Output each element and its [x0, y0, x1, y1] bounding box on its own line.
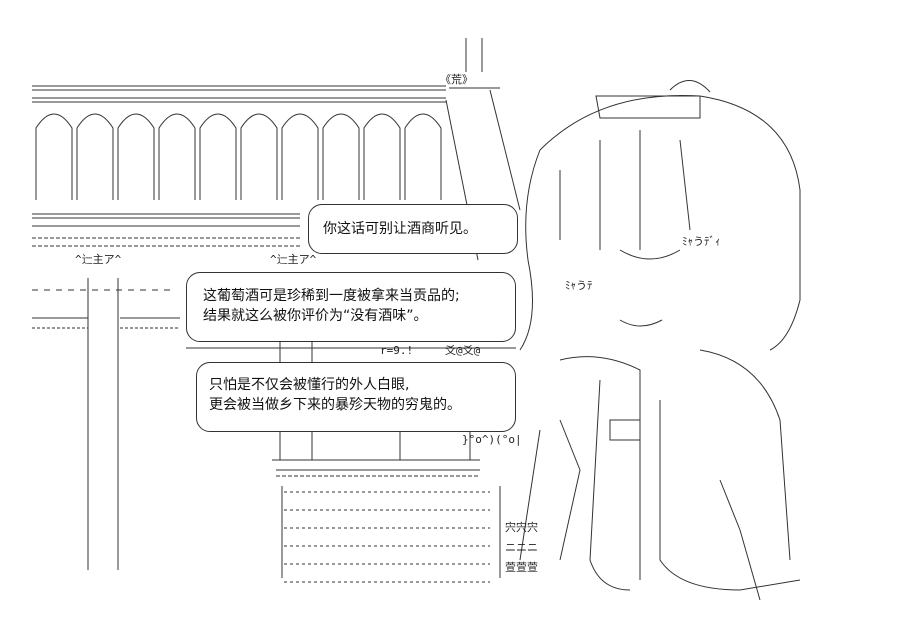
shelf-arch: [117, 113, 155, 200]
mouth: [619, 319, 663, 327]
shelf-arch: [35, 113, 73, 200]
shelf-arch: [76, 113, 114, 200]
hair-outline: [539, 94, 801, 351]
ledger-mark: r=9.!: [380, 344, 414, 357]
kana-mark-2: ﾐｬうﾃ: [565, 279, 593, 292]
bubble-1-line-1: 你这话可别让酒商听见。: [323, 221, 477, 237]
shelf-tag-left: ^辷主ア^: [75, 253, 122, 266]
bottle-row-2: ニニニ: [505, 541, 538, 554]
speech-bubble-1: 你这话可别让酒商听见。: [308, 204, 518, 254]
hair-outline: [519, 149, 541, 351]
cup-marks: }°o^)(°o|: [462, 433, 522, 446]
face-detail: [619, 249, 681, 260]
shelf-arch: [281, 113, 319, 200]
shelf-arch: [199, 113, 237, 200]
bubble-2-line-2: 结果就这么被你评价为“没有酒味”。: [203, 308, 428, 324]
shelf-arch: [404, 113, 442, 200]
bottle-row-1: 宍宍宍: [505, 521, 538, 534]
speech-bubble-3: 只怕是不仅会被懂行的外人白眼, 更会被当做乡下来的暴殄天物的穷鬼的。: [196, 362, 516, 432]
shelf-arch: [363, 113, 401, 200]
shelf-arch: [322, 113, 360, 200]
shelf-arch: [240, 113, 278, 200]
counter-marks: 爻@爻@: [445, 344, 481, 357]
speech-bubble-2: 这葡萄酒可是珍稀到一度被拿来当贡品的; 结果就这么被你评价为“没有酒味”。: [186, 272, 516, 342]
shelf-tag-right: ^辷主ア^: [270, 253, 317, 266]
arm-outline: [589, 379, 631, 591]
shelf-arch: [158, 113, 196, 200]
body-outline: [559, 356, 641, 580]
bubble-3-line-1: 只怕是不仅会被懂行的外人白眼,: [209, 377, 410, 393]
roof-slope: [489, 89, 521, 211]
bubble-3-line-2: 更会被当做乡下来的暴殄天物的穷鬼的。: [209, 397, 461, 413]
shop-sign: 《荒》: [440, 73, 473, 86]
bottle-row-3: 萱萱萱: [505, 561, 538, 574]
hair-strands: [559, 130, 691, 250]
leg-outline: [719, 479, 761, 601]
body-outline: [699, 349, 791, 561]
skirt-outline: [659, 400, 801, 591]
kana-mark-1: ﾐｬうﾃﾞｨ: [682, 235, 721, 248]
sleeve-outline: [559, 419, 581, 561]
arm-outline: [519, 429, 541, 561]
cup-shape: [609, 419, 641, 441]
bubble-2-line-1: 这葡萄酒可是珍稀到一度被拿来当贡品的;: [203, 288, 460, 304]
hat-band: [595, 95, 701, 119]
hat-bow: [669, 80, 711, 93]
